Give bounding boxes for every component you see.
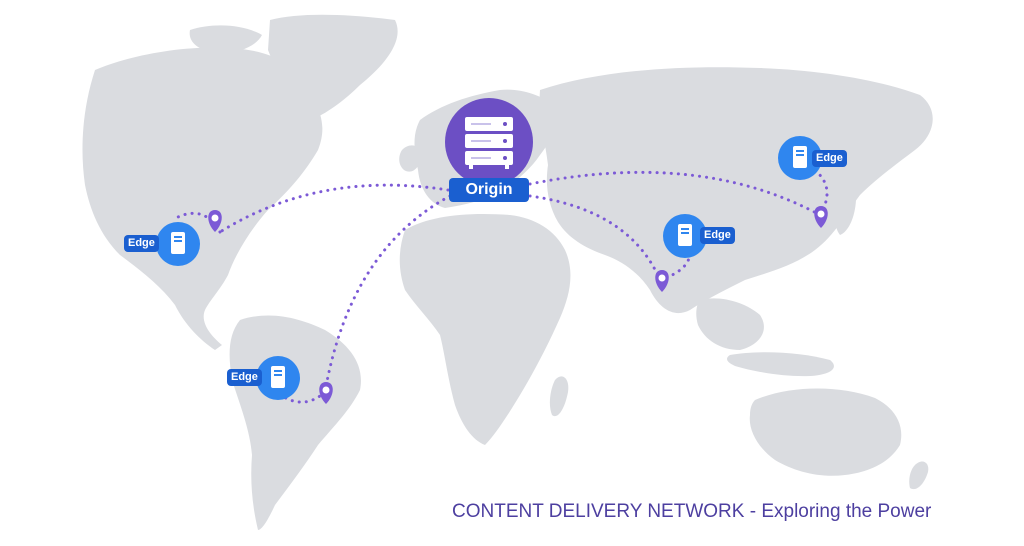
- continents: [82, 14, 933, 530]
- route-origin-to-east-us: [218, 183, 450, 234]
- australia-land: [749, 388, 902, 476]
- indonesia-land: [727, 352, 834, 377]
- canada-islands-land: [189, 25, 262, 53]
- pin-japan: [814, 206, 828, 228]
- diagram-caption: CONTENT DELIVERY NETWORK - Exploring the…: [452, 501, 932, 522]
- pins: [208, 206, 828, 404]
- route-origin-to-japan: [528, 170, 822, 217]
- north-america-land: [82, 47, 323, 350]
- server-icon: [678, 224, 692, 246]
- pin-india: [655, 270, 669, 292]
- uk-land: [399, 145, 422, 172]
- edge-server-south-america: [256, 356, 300, 400]
- japan-land: [834, 188, 856, 235]
- madagascar-land: [549, 376, 569, 417]
- edge-label-north-america: Edge: [124, 235, 159, 252]
- edge-servers: [156, 136, 822, 400]
- server-rack-icon: [465, 117, 513, 169]
- origin-server: [445, 98, 533, 186]
- new-zealand-land: [909, 461, 929, 490]
- origin-label: Origin: [449, 178, 529, 202]
- africa-land: [399, 213, 571, 445]
- edge-label-asia: Edge: [700, 227, 735, 244]
- edge-server-north-america: [156, 222, 200, 266]
- south-america-land: [229, 315, 361, 530]
- southeast-asia-land: [696, 298, 764, 350]
- server-icon: [171, 232, 185, 254]
- server-icon: [271, 366, 285, 388]
- pin-east-us: [208, 210, 222, 232]
- edge-label-japan: Edge: [812, 150, 847, 167]
- server-icon: [793, 146, 807, 168]
- pin-brazil: [319, 382, 333, 404]
- edge-label-south-america: Edge: [227, 369, 262, 386]
- edge-server-asia: [663, 214, 707, 258]
- greenland-land: [268, 14, 398, 121]
- edge-server-japan: [778, 136, 822, 180]
- asia-land: [539, 67, 933, 314]
- route-japan-to-jp-edge: [816, 171, 829, 217]
- route-origin-to-brazil: [323, 194, 452, 394]
